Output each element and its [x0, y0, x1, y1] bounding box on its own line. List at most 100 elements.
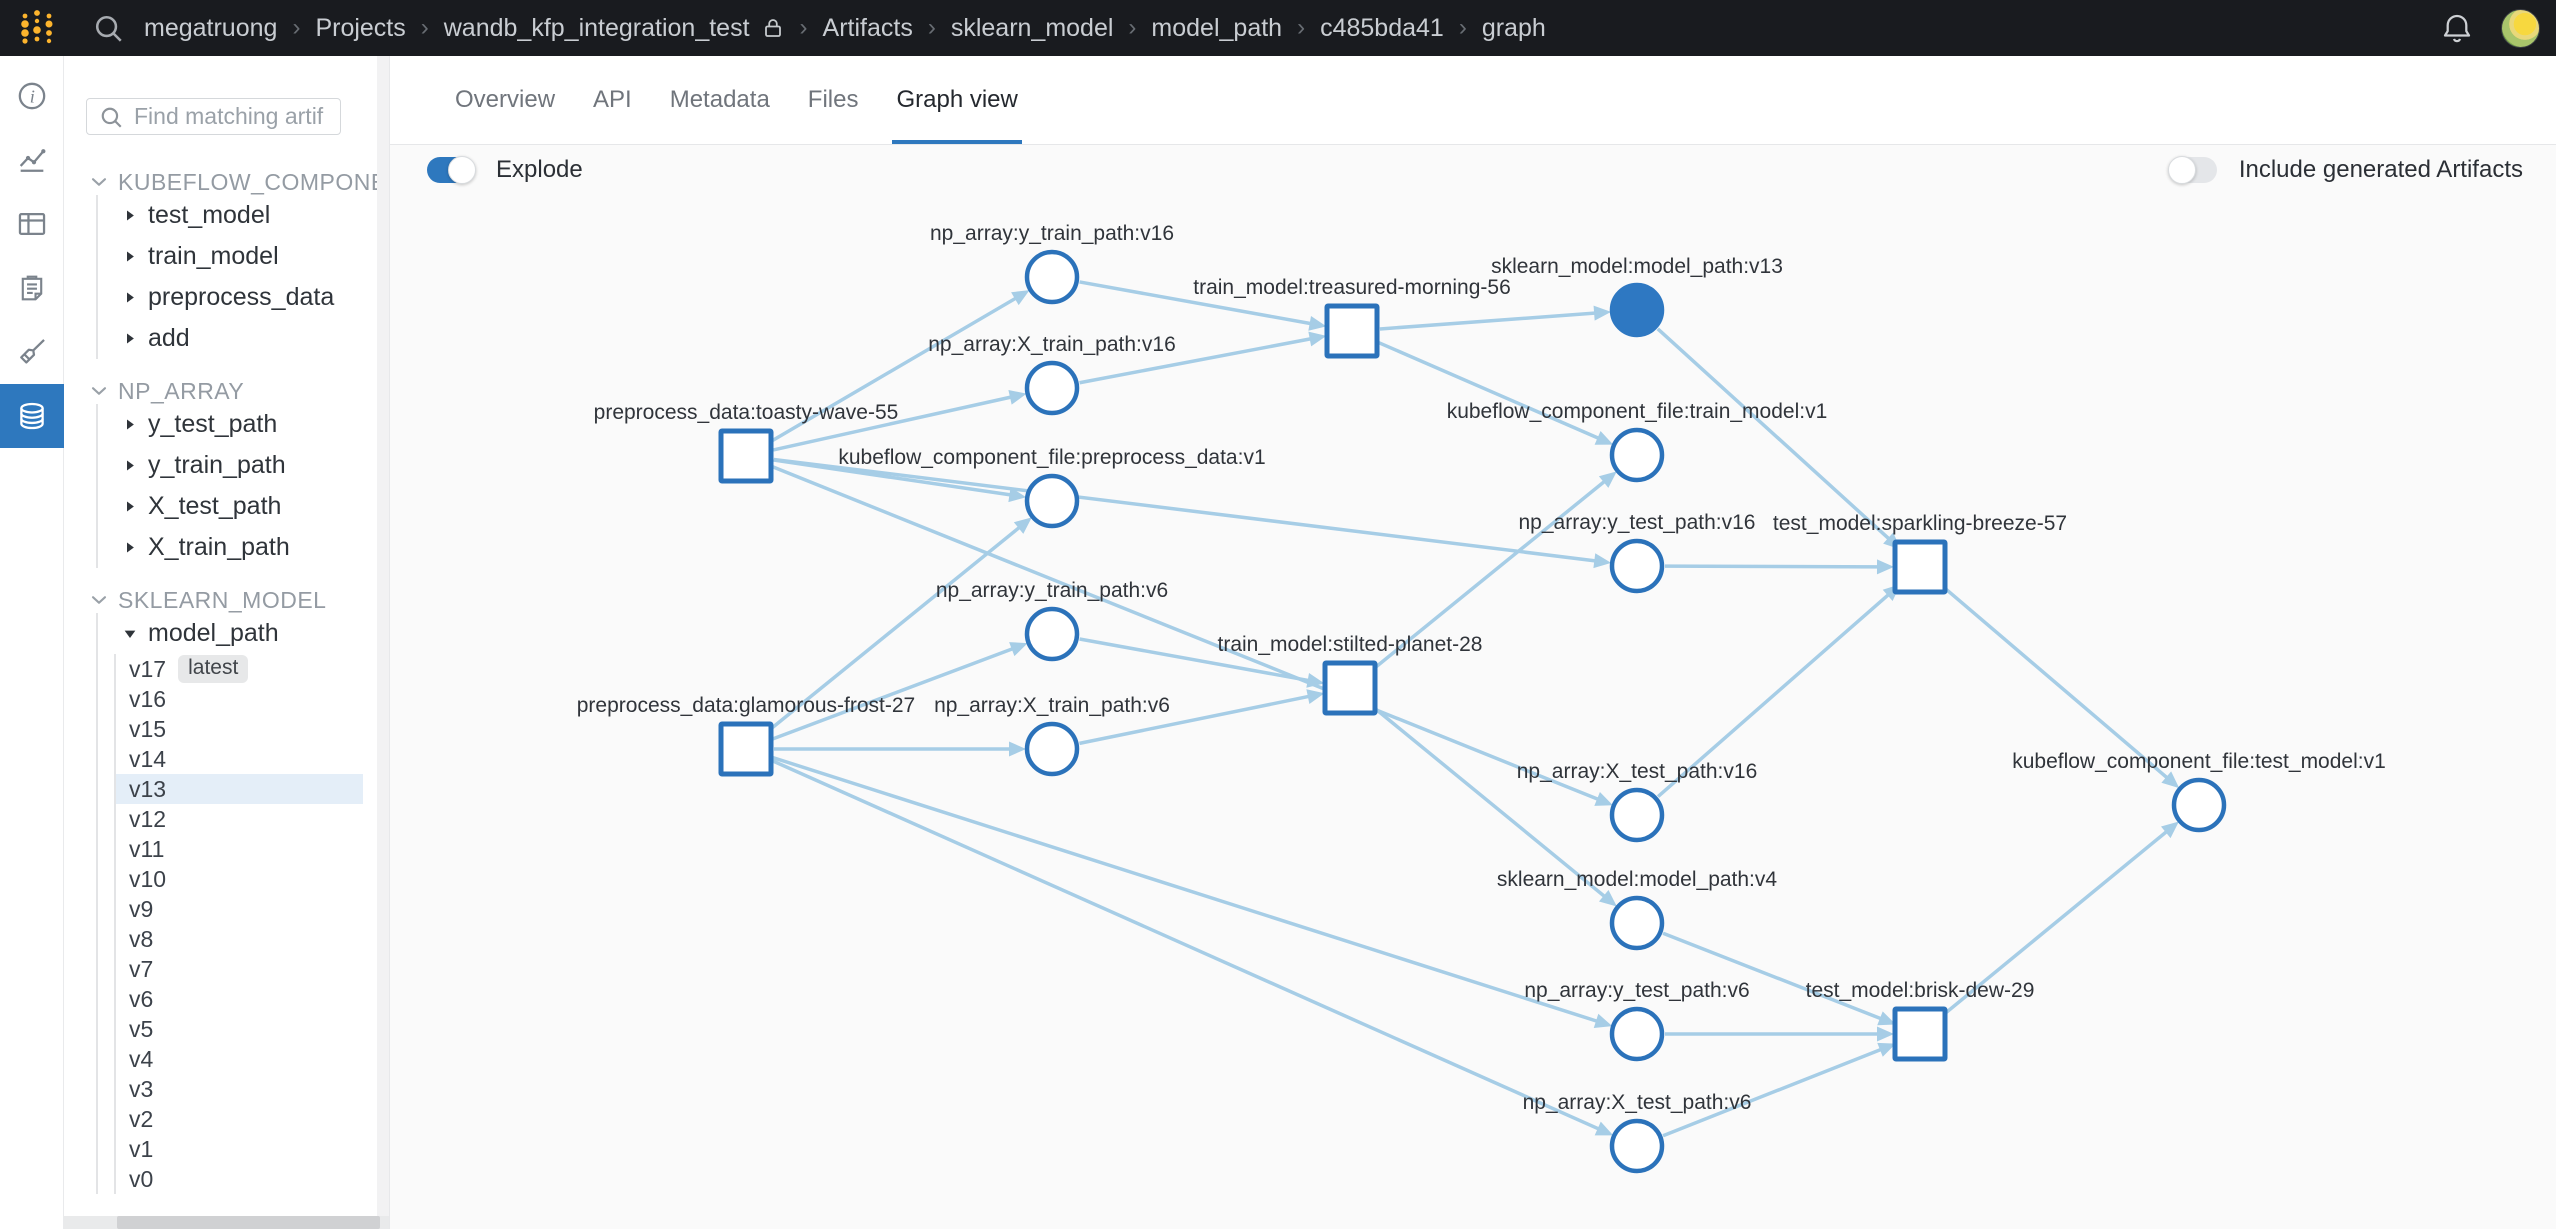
tree-item-label: test_model	[148, 201, 271, 229]
graph-node-artifact[interactable]	[1609, 787, 1665, 843]
version-item-v13[interactable]: v13	[116, 774, 363, 804]
section-header-sklearn_model[interactable]: SKLEARN_MODEL	[64, 587, 377, 613]
graph-edge	[1662, 1047, 1883, 1138]
include-generated-toggle[interactable]	[2167, 156, 2217, 184]
graph-node-artifact[interactable]	[1609, 1118, 1665, 1174]
version-item-v7[interactable]: v7	[116, 954, 363, 984]
search-icon[interactable]	[86, 6, 130, 50]
version-item-v3[interactable]: v3	[116, 1074, 363, 1104]
graph-node-artifact[interactable]	[1609, 427, 1665, 483]
version-item-v9[interactable]: v9	[116, 894, 363, 924]
version-item-v0[interactable]: v0	[116, 1164, 363, 1194]
rail-item-logs[interactable]	[0, 256, 64, 320]
tree-item-add[interactable]: add	[98, 318, 377, 359]
scrollbar-thumb[interactable]	[117, 1216, 380, 1229]
graph-edge-arrow	[1306, 689, 1325, 704]
graph-node-label: train_model:stilted-planet-28	[1218, 633, 1483, 656]
artifact-search-input[interactable]	[134, 103, 324, 130]
graph-node-artifact[interactable]	[1609, 538, 1665, 594]
breadcrumb-item[interactable]: megatruong	[144, 13, 278, 42]
wandb-logo-icon[interactable]	[12, 8, 62, 48]
breadcrumb-item[interactable]: c485bda41	[1320, 13, 1444, 42]
lock-icon	[761, 16, 785, 40]
charts-icon	[15, 143, 49, 177]
version-item-v15[interactable]: v15	[116, 714, 363, 744]
version-item-v8[interactable]: v8	[116, 924, 363, 954]
graph-node-artifact[interactable]	[1024, 360, 1080, 416]
version-item-v5[interactable]: v5	[116, 1014, 363, 1044]
version-item-v6[interactable]: v6	[116, 984, 363, 1014]
graph-edge	[1079, 336, 1313, 385]
tab-metadata[interactable]: Metadata	[669, 86, 770, 113]
tree-item-test_model[interactable]: test_model	[98, 195, 377, 236]
section-header-np_array[interactable]: NP_ARRAY	[64, 378, 377, 404]
version-item-v12[interactable]: v12	[116, 804, 363, 834]
graph-node-artifact[interactable]	[1024, 606, 1080, 662]
bell-icon[interactable]	[2437, 8, 2477, 48]
graph-node-run[interactable]	[1892, 539, 1948, 595]
version-item-v2[interactable]: v2	[116, 1104, 363, 1134]
tree-item-y_test_path[interactable]: y_test_path	[98, 404, 377, 445]
rail-item-info[interactable]: i	[0, 64, 64, 128]
svg-text:i: i	[30, 87, 35, 107]
graph-node-artifact[interactable]	[1609, 1006, 1665, 1062]
version-item-v16[interactable]: v16	[116, 684, 363, 714]
explode-control: Explode	[427, 156, 583, 184]
tree-item-X_test_path[interactable]: X_test_path	[98, 486, 377, 527]
breadcrumb-item[interactable]: model_path	[1151, 13, 1283, 42]
tree-item-X_train_path[interactable]: X_train_path	[98, 527, 377, 568]
breadcrumb-separator: ›	[927, 14, 936, 41]
explode-toggle[interactable]	[427, 156, 476, 184]
rail-item-charts[interactable]	[0, 128, 64, 192]
graph-node-run[interactable]	[1892, 1006, 1948, 1062]
tree-item-train_model[interactable]: train_model	[98, 236, 377, 277]
info-icon: i	[15, 79, 49, 113]
section-header-kubeflow_component_file[interactable]: KUBEFLOW_COMPONENT...	[64, 169, 377, 195]
version-item-v4[interactable]: v4	[116, 1044, 363, 1074]
breadcrumb-separator: ›	[1128, 14, 1137, 41]
graph-node-artifact[interactable]	[1024, 473, 1080, 529]
tab-api[interactable]: API	[593, 86, 632, 113]
tree-item-y_train_path[interactable]: y_train_path	[98, 445, 377, 486]
version-item-v14[interactable]: v14	[116, 744, 363, 774]
top-navbar: megatruong › Projects › wandb_kfp_integratio…	[0, 0, 2556, 56]
triangle-right-icon	[122, 331, 138, 346]
breadcrumb-item[interactable]: wandb_kfp_integration_test	[443, 13, 750, 42]
graph-node-artifact[interactable]	[2171, 777, 2227, 833]
chevron-down-icon	[88, 589, 110, 611]
graph-node-artifact[interactable]	[1609, 895, 1665, 951]
vertical-scrollbar[interactable]	[377, 56, 389, 1216]
breadcrumb-item[interactable]: sklearn_model	[950, 13, 1114, 42]
graph-node-run[interactable]	[718, 721, 774, 777]
tab-overview[interactable]: Overview	[455, 86, 556, 113]
version-item-v10[interactable]: v10	[116, 864, 363, 894]
version-label: v5	[129, 1015, 154, 1042]
horizontal-scrollbar[interactable]	[64, 1216, 389, 1229]
version-item-v1[interactable]: v1	[116, 1134, 363, 1164]
tree-item-preprocess_data[interactable]: preprocess_data	[98, 277, 377, 318]
graph-node-run[interactable]	[1324, 303, 1380, 359]
rail-item-sweeps[interactable]	[0, 320, 64, 384]
tab-files[interactable]: Files	[807, 86, 859, 113]
graph-node-label: np_array:y_test_path:v6	[1524, 979, 1749, 1002]
tab-graph-view[interactable]: Graph view	[892, 56, 1023, 144]
tree-item-model_path[interactable]: model_path	[98, 613, 377, 654]
graph-node-artifact-selected[interactable]	[1609, 282, 1665, 338]
rail-item-table[interactable]	[0, 192, 64, 256]
breadcrumb-item[interactable]: Artifacts	[822, 13, 913, 42]
logs-icon	[15, 271, 49, 305]
breadcrumb-item[interactable]: Projects	[315, 13, 406, 42]
avatar[interactable]	[2501, 8, 2540, 48]
graph-node-artifact[interactable]	[1024, 249, 1080, 305]
graph-node-run[interactable]	[1322, 660, 1378, 716]
version-item-v11[interactable]: v11	[116, 834, 363, 864]
graph-edge	[1656, 592, 1891, 798]
graph-node-artifact[interactable]	[1024, 721, 1080, 777]
rail-item-artifacts[interactable]	[0, 384, 64, 448]
breadcrumb-item[interactable]: graph	[1481, 13, 1546, 42]
graph-edge	[1662, 931, 1883, 1021]
graph-node-run[interactable]	[718, 428, 774, 484]
artifact-search-box	[86, 98, 341, 135]
graph-edge	[1079, 694, 1311, 746]
